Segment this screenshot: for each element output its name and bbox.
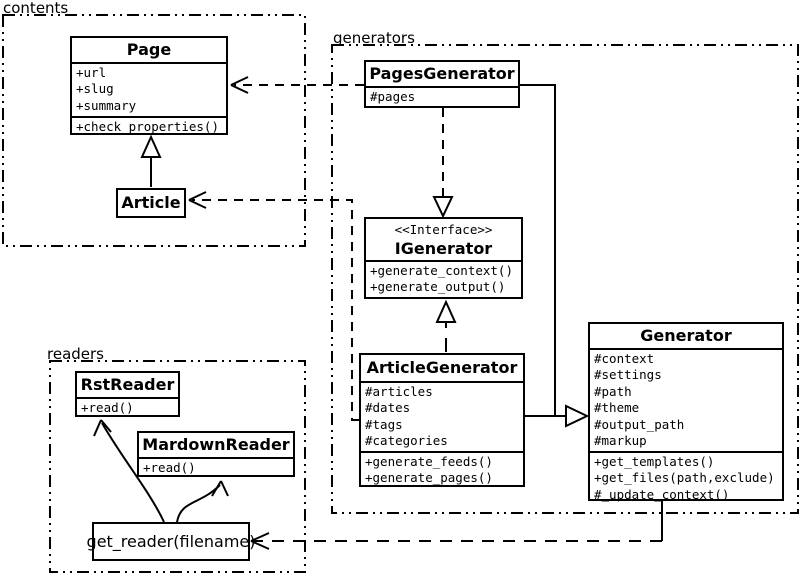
class-mardownreader: MardownReader +read() <box>137 431 295 477</box>
interface-igenerator-title: IGenerator <box>394 239 493 258</box>
attribute: #categories <box>365 433 448 449</box>
interface-igenerator: <<Interface>> IGenerator +generate_conte… <box>364 217 523 299</box>
attribute: #settings <box>594 367 662 383</box>
class-generator-methods: +get_templates() +get_files(path,exclude… <box>590 451 782 505</box>
package-contents-border <box>2 14 306 247</box>
method: +generate_pages() <box>365 470 493 486</box>
method: +read() <box>143 460 196 475</box>
arrow-pagesgenerator-realizes-igenerator <box>432 108 454 219</box>
arrow-articlegenerator-uses-article <box>188 191 359 421</box>
method: +get_templates() <box>594 454 715 469</box>
interface-igenerator-methods: +generate_context() +generate_output() <box>366 260 521 298</box>
class-pagesgenerator: PagesGenerator #pages <box>364 60 520 108</box>
arrow-getreader-to-mardownreader <box>176 480 229 523</box>
attribute: #tags <box>365 416 403 432</box>
arrow-article-extends-page <box>140 134 162 187</box>
attribute: +summary <box>76 97 137 113</box>
package-readers-border <box>49 360 306 573</box>
method: #_update_context() <box>594 486 730 502</box>
arrow-generator-uses-getreader <box>250 501 663 550</box>
class-articlegenerator-title: ArticleGenerator <box>366 358 518 377</box>
method: +generate_output() <box>370 279 506 295</box>
class-page-methods: +check_properties() <box>72 116 226 139</box>
attribute: +url <box>76 65 107 80</box>
class-rstreader: RstReader +read() <box>75 371 180 417</box>
arrow-generators-extend-generator <box>520 84 590 428</box>
class-articlegenerator: ArticleGenerator #articles #dates #tags … <box>359 353 525 487</box>
method: +generate_feeds() <box>365 454 493 469</box>
attribute: #articles <box>365 384 433 399</box>
attribute: +slug <box>76 81 114 97</box>
interface-stereotype: <<Interface>> <box>394 222 493 237</box>
class-page-attributes: +url +slug +summary <box>72 62 226 116</box>
attribute: #output_path <box>594 416 685 432</box>
class-generator: Generator #context #settings #path #them… <box>588 322 784 502</box>
attribute: #pages <box>370 89 416 104</box>
method: +check_properties() <box>76 119 219 134</box>
class-rstreader-methods: +read() <box>77 397 178 418</box>
class-mardownreader-title: MardownReader <box>142 435 290 454</box>
method: +generate_context() <box>370 263 513 278</box>
function-get-reader: get_reader(filename) <box>87 522 255 561</box>
class-article: Article <box>116 188 186 218</box>
attribute: #context <box>594 351 655 366</box>
class-pagesgenerator-title: PagesGenerator <box>369 64 515 83</box>
package-contents-label: contents <box>3 0 69 17</box>
class-articlegenerator-attributes: #articles #dates #tags #categories <box>361 381 523 451</box>
attribute: #path <box>594 383 632 399</box>
class-generator-attributes: #context #settings #path #theme #output_… <box>590 348 782 451</box>
attribute: #theme <box>594 400 640 416</box>
class-mardownreader-methods: +read() <box>139 457 293 478</box>
class-pagesgenerator-attributes: #pages <box>366 86 518 109</box>
interface-igenerator-header: <<Interface>> IGenerator <box>366 219 521 260</box>
arrow-articlegenerator-realizes-igenerator <box>435 299 457 352</box>
arrow-pagesgenerator-uses-page <box>230 76 364 94</box>
class-rstreader-title: RstReader <box>80 375 175 394</box>
class-article-title: Article <box>121 193 181 212</box>
package-generators-border <box>331 44 799 514</box>
class-articlegenerator-methods: +generate_feeds() +generate_pages() <box>361 451 523 491</box>
method: +read() <box>81 400 134 415</box>
method: +get_files(path,exclude) <box>594 470 775 486</box>
class-page: Page +url +slug +summary +check_properti… <box>70 36 228 135</box>
package-readers-label: readers <box>47 345 104 363</box>
package-generators-label: generators <box>333 29 415 47</box>
class-page-title: Page <box>126 40 172 59</box>
class-generator-title: Generator <box>640 326 732 345</box>
attribute: #markup <box>594 433 647 449</box>
arrow-getreader-to-rstreader <box>93 419 165 523</box>
attribute: #dates <box>365 400 411 416</box>
function-get-reader-label: get_reader(filename) <box>86 532 256 551</box>
